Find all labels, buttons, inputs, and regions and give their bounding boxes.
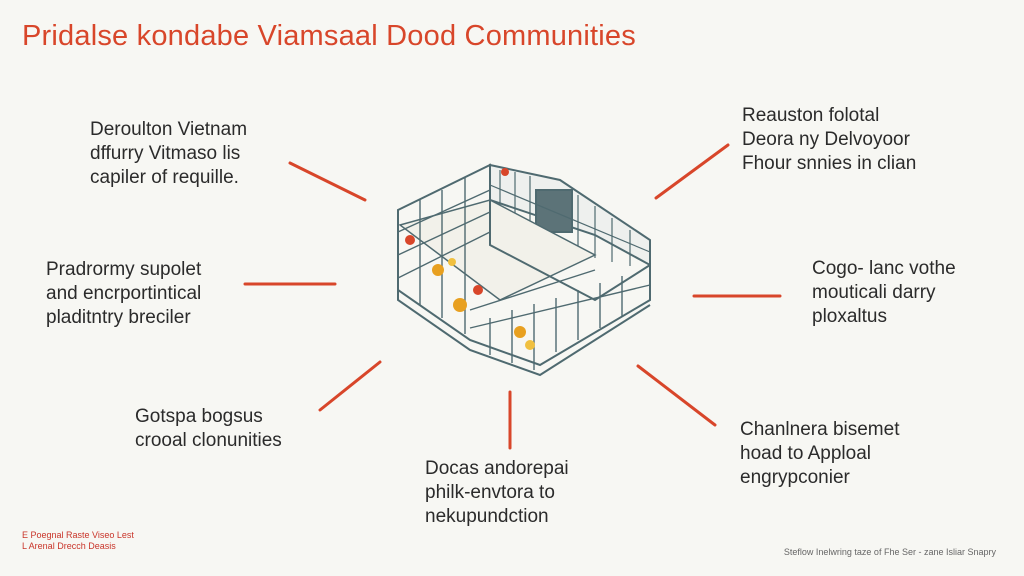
label-top-left: Deroulton Vietnam dffurry Vitmaso lis ca… — [90, 119, 248, 188]
connector-bottom-left — [318, 360, 382, 412]
highlight-accents — [405, 168, 535, 350]
footer-left: E Poegnal Raste Viseo Lest L Arenal Drec… — [22, 530, 134, 551]
connector-bottom-right — [636, 364, 717, 427]
label-bottom-left: Gotspa bogsus crooal clonunities — [135, 406, 282, 451]
label-bottom-right: Chanlnera bisemet hoad to Apploal engryp… — [740, 419, 900, 488]
footer-right: Steflow Inelwring taze of Fhe Ser - zane… — [783, 547, 996, 557]
label-mid-left: Pradrormy supolet and encrportintical pl… — [46, 259, 202, 328]
connector-top-left — [288, 161, 367, 202]
label-bottom-center: Docas andorepai philk-envtora to nekupun… — [425, 458, 569, 527]
connector-lines — [243, 143, 782, 450]
label-mid-right: Cogo- lanc vothe mouticali darry ploxalt… — [812, 258, 956, 327]
structure-illustration — [397, 163, 651, 377]
diagram-title: Pridalse kondabe Viamsaal Dood Communiti… — [22, 20, 636, 52]
label-top-right: Reauston folotal Deora ny Delvoyoor Fhou… — [742, 105, 917, 174]
connector-top-right — [654, 143, 730, 200]
